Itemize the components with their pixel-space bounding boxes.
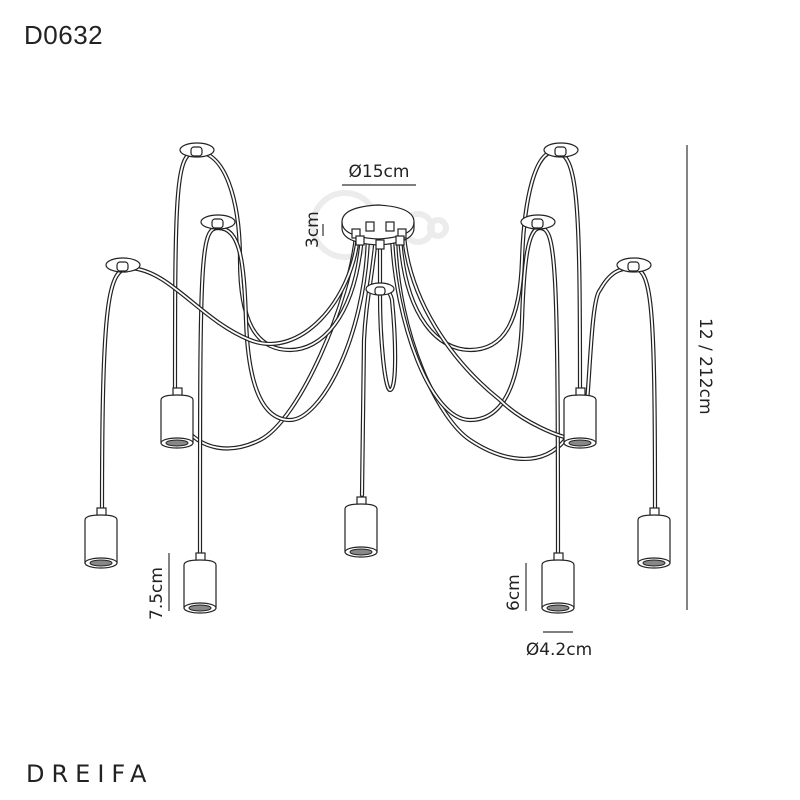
- canopy-diameter-label: Ø15cm: [349, 162, 410, 182]
- lamp-shade: [637, 507, 671, 569]
- ceiling-hook: [543, 142, 579, 158]
- dimension-overall-height: 12 / 212cm: [686, 145, 715, 610]
- shade-diameter-label: Ø4.2cm: [526, 640, 592, 660]
- ceiling-canopy: [341, 204, 415, 250]
- brand-logo: DREIFA: [26, 760, 154, 788]
- shade-height-large-label: 7.5cm: [147, 567, 167, 620]
- dimension-shade-height-small: 6cm: [504, 563, 527, 611]
- ceiling-hook: [105, 257, 141, 273]
- lamp-shade: [84, 507, 118, 569]
- lamp-shade: [344, 496, 378, 558]
- canopy-height-label: 3cm: [303, 211, 323, 248]
- ceiling-hooks: [105, 142, 652, 296]
- ceiling-hook: [520, 214, 556, 230]
- dimension-canopy-height: 3cm: [303, 211, 324, 248]
- ceiling-hook: [179, 142, 215, 158]
- ceiling-hook: [365, 282, 395, 296]
- dimension-shade-diameter: Ø4.2cm: [526, 631, 592, 660]
- ceiling-hook: [200, 214, 236, 230]
- dimension-shade-height-large: 7.5cm: [147, 553, 170, 620]
- lamp-shades: [84, 387, 671, 614]
- dimension-canopy-diameter: Ø15cm: [342, 162, 416, 186]
- product-code: D0632: [24, 20, 104, 50]
- lamp-shade: [160, 387, 194, 449]
- lamp-shade: [563, 387, 597, 449]
- lamp-shade: [183, 552, 217, 614]
- cables: [99, 149, 658, 563]
- shade-height-small-label: 6cm: [504, 574, 524, 611]
- ceiling-hook: [616, 257, 652, 273]
- lamp-shade: [541, 552, 575, 614]
- overall-height-label: 12 / 212cm: [695, 318, 715, 415]
